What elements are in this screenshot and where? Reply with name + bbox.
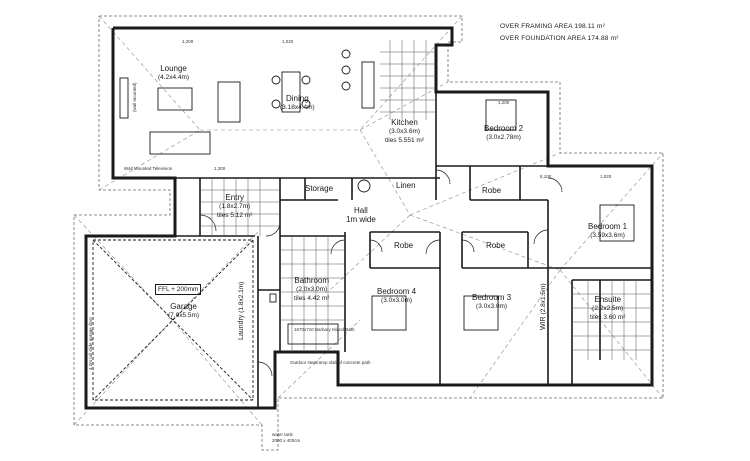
room-entry-size: (1.8x2.7m) [219,203,251,210]
tile-grid-ensuite [572,280,652,360]
dim-6: 1,200 [498,100,510,105]
tile-grid-bathroom [280,236,345,352]
note-bath: 1670x710 Barbary Island Bath [294,327,355,332]
room-kitchen-size: (3.0x3.6m) [388,128,421,135]
room-bathroom-size: (2.0x3.0m) [296,286,328,293]
room-ensuite: Ensuite (2.2x2.5m) tiles 3.60 m² [590,295,625,322]
bed-4 [371,295,407,331]
room-linen: Linen [396,181,416,190]
room-laundry-name: Laundry [238,314,245,340]
room-bedroom-1: Bedroom 1 (3.59x3.6m) [588,222,627,240]
room-bedroom-3: Bedroom 3 (3.0x3.0m) [472,293,511,311]
room-bedroom-4: Bedroom 4 (3.0x3.0m) [377,287,416,305]
dim-3: 1,020 [282,39,294,44]
bathtub [287,323,339,345]
dim-4: 8,100 [540,174,552,179]
tile-grid-entry [200,178,280,236]
room-bedroom-1-size: (3.59x3.6m) [590,232,625,239]
tv-unit [119,77,129,119]
room-garage: Garage (7.0x5.5m) [168,302,199,320]
coffee-table [157,87,193,111]
room-lounge-size: (4.2x4.4m) [158,74,190,81]
dim-1: 1,200 [182,39,194,44]
room-bedroom-4-name: Bedroom 4 [377,287,417,296]
room-kitchen: Kitchen (3.0x3.6m) tiles 5.551 m² [385,118,424,145]
room-bedroom-2-name: Bedroom 2 [484,124,524,133]
bed-2 [485,99,517,131]
room-entry-tile: tiles 5.12 m² [217,212,253,219]
bed-3 [463,295,499,331]
kitchen-island [361,61,375,109]
note-garage-door: 4.2m tall slide garage door [88,316,93,370]
note-step: Outdoor step/ramp slab of concrete path [290,360,371,365]
room-storage: Storage [305,184,334,193]
sofa [149,131,211,155]
room-dining: Dining (3.18x4.4m) [280,94,315,112]
room-bedroom-1-name: Bedroom 1 [588,222,628,231]
dim-5: 1,020 [600,174,612,179]
room-lounge-name: Lounge [160,64,187,73]
room-bathroom-tile: tiles 4.42 m² [294,295,330,302]
framing-area-label: OVER FRAMING AREA 198.11 m² [500,23,605,30]
room-bathroom-name: Bathroom [294,276,330,285]
room-robe-bedroom-4: Robe [394,241,414,250]
room-entry-name: Entry [225,193,245,202]
room-bedroom-2-size: (3.0x2.78m) [486,134,521,141]
linen-cupboard-circle [357,179,371,193]
internal-walls [175,91,652,408]
dining-table [281,71,301,113]
room-bedroom-3-name: Bedroom 3 [472,293,512,302]
room-wir-size: (2.8x1.5m) [540,283,547,315]
room-garage-name: Garage [170,302,197,311]
note-water-tank: water tank [272,432,293,437]
dim-2: 1,300 [214,166,226,171]
room-bathroom: Bathroom (2.0x3.0m) tiles 4.42 m² [294,276,329,303]
room-bedroom-2: Bedroom 2 (3.0x2.78m) [484,124,523,142]
note-tv-unit: (wall mounted) [132,82,137,112]
room-kitchen-name: Kitchen [391,118,418,127]
room-laundry-size: (1.8x2.1m) [238,281,245,313]
roof-hip-lines [73,15,664,426]
note-tv-wall: Wall Mounted Television [124,166,173,171]
garage-ffl: FFL + 200mm [155,284,202,295]
room-hall-note: 1m wide [346,215,376,224]
garage-slab [92,239,254,401]
laundry-tub [269,293,277,303]
room-bedroom-4-size: (3.0x3.0m) [381,297,413,304]
door-swings [199,169,563,377]
foundation-area-label: OVER FOUNDATION AREA 174.88 m² [500,35,619,42]
room-ensuite-size: (2.2x2.5m) [592,305,624,312]
room-robe-bedroom-2: Robe [482,186,502,195]
room-dining-name: Dining [286,94,309,103]
room-hall-name: Hall [354,206,368,215]
roof-outline [73,15,664,451]
room-kitchen-tile: tiles 5.551 m² [385,137,425,144]
room-entry: Entry (1.8x2.7m) tiles 5.12 m² [217,193,252,220]
furniture [92,49,635,401]
note-tank-size: 2000 x 400cm [272,438,301,443]
bed-1 [599,204,635,242]
room-hall: Hall 1m wide [346,206,376,224]
room-ensuite-name: Ensuite [594,295,622,304]
tile-grid-kitchen [380,40,436,120]
room-lounge: Lounge (4.2x4.4m) [158,64,189,82]
room-robe-bedroom-3: Robe [486,241,506,250]
room-wir: WIR (2.8x1.5m) [540,283,547,330]
room-garage-size: (7.0x5.5m) [168,312,200,319]
armchair [217,81,241,123]
room-laundry: Laundry (1.8x2.1m) [238,282,245,340]
room-bedroom-3-size: (3.0x3.0m) [476,303,508,310]
room-wir-name: WIR [540,316,547,330]
room-dining-size: (3.18x4.4m) [280,104,315,111]
room-ensuite-tile: tiles 3.60 m² [590,314,626,321]
